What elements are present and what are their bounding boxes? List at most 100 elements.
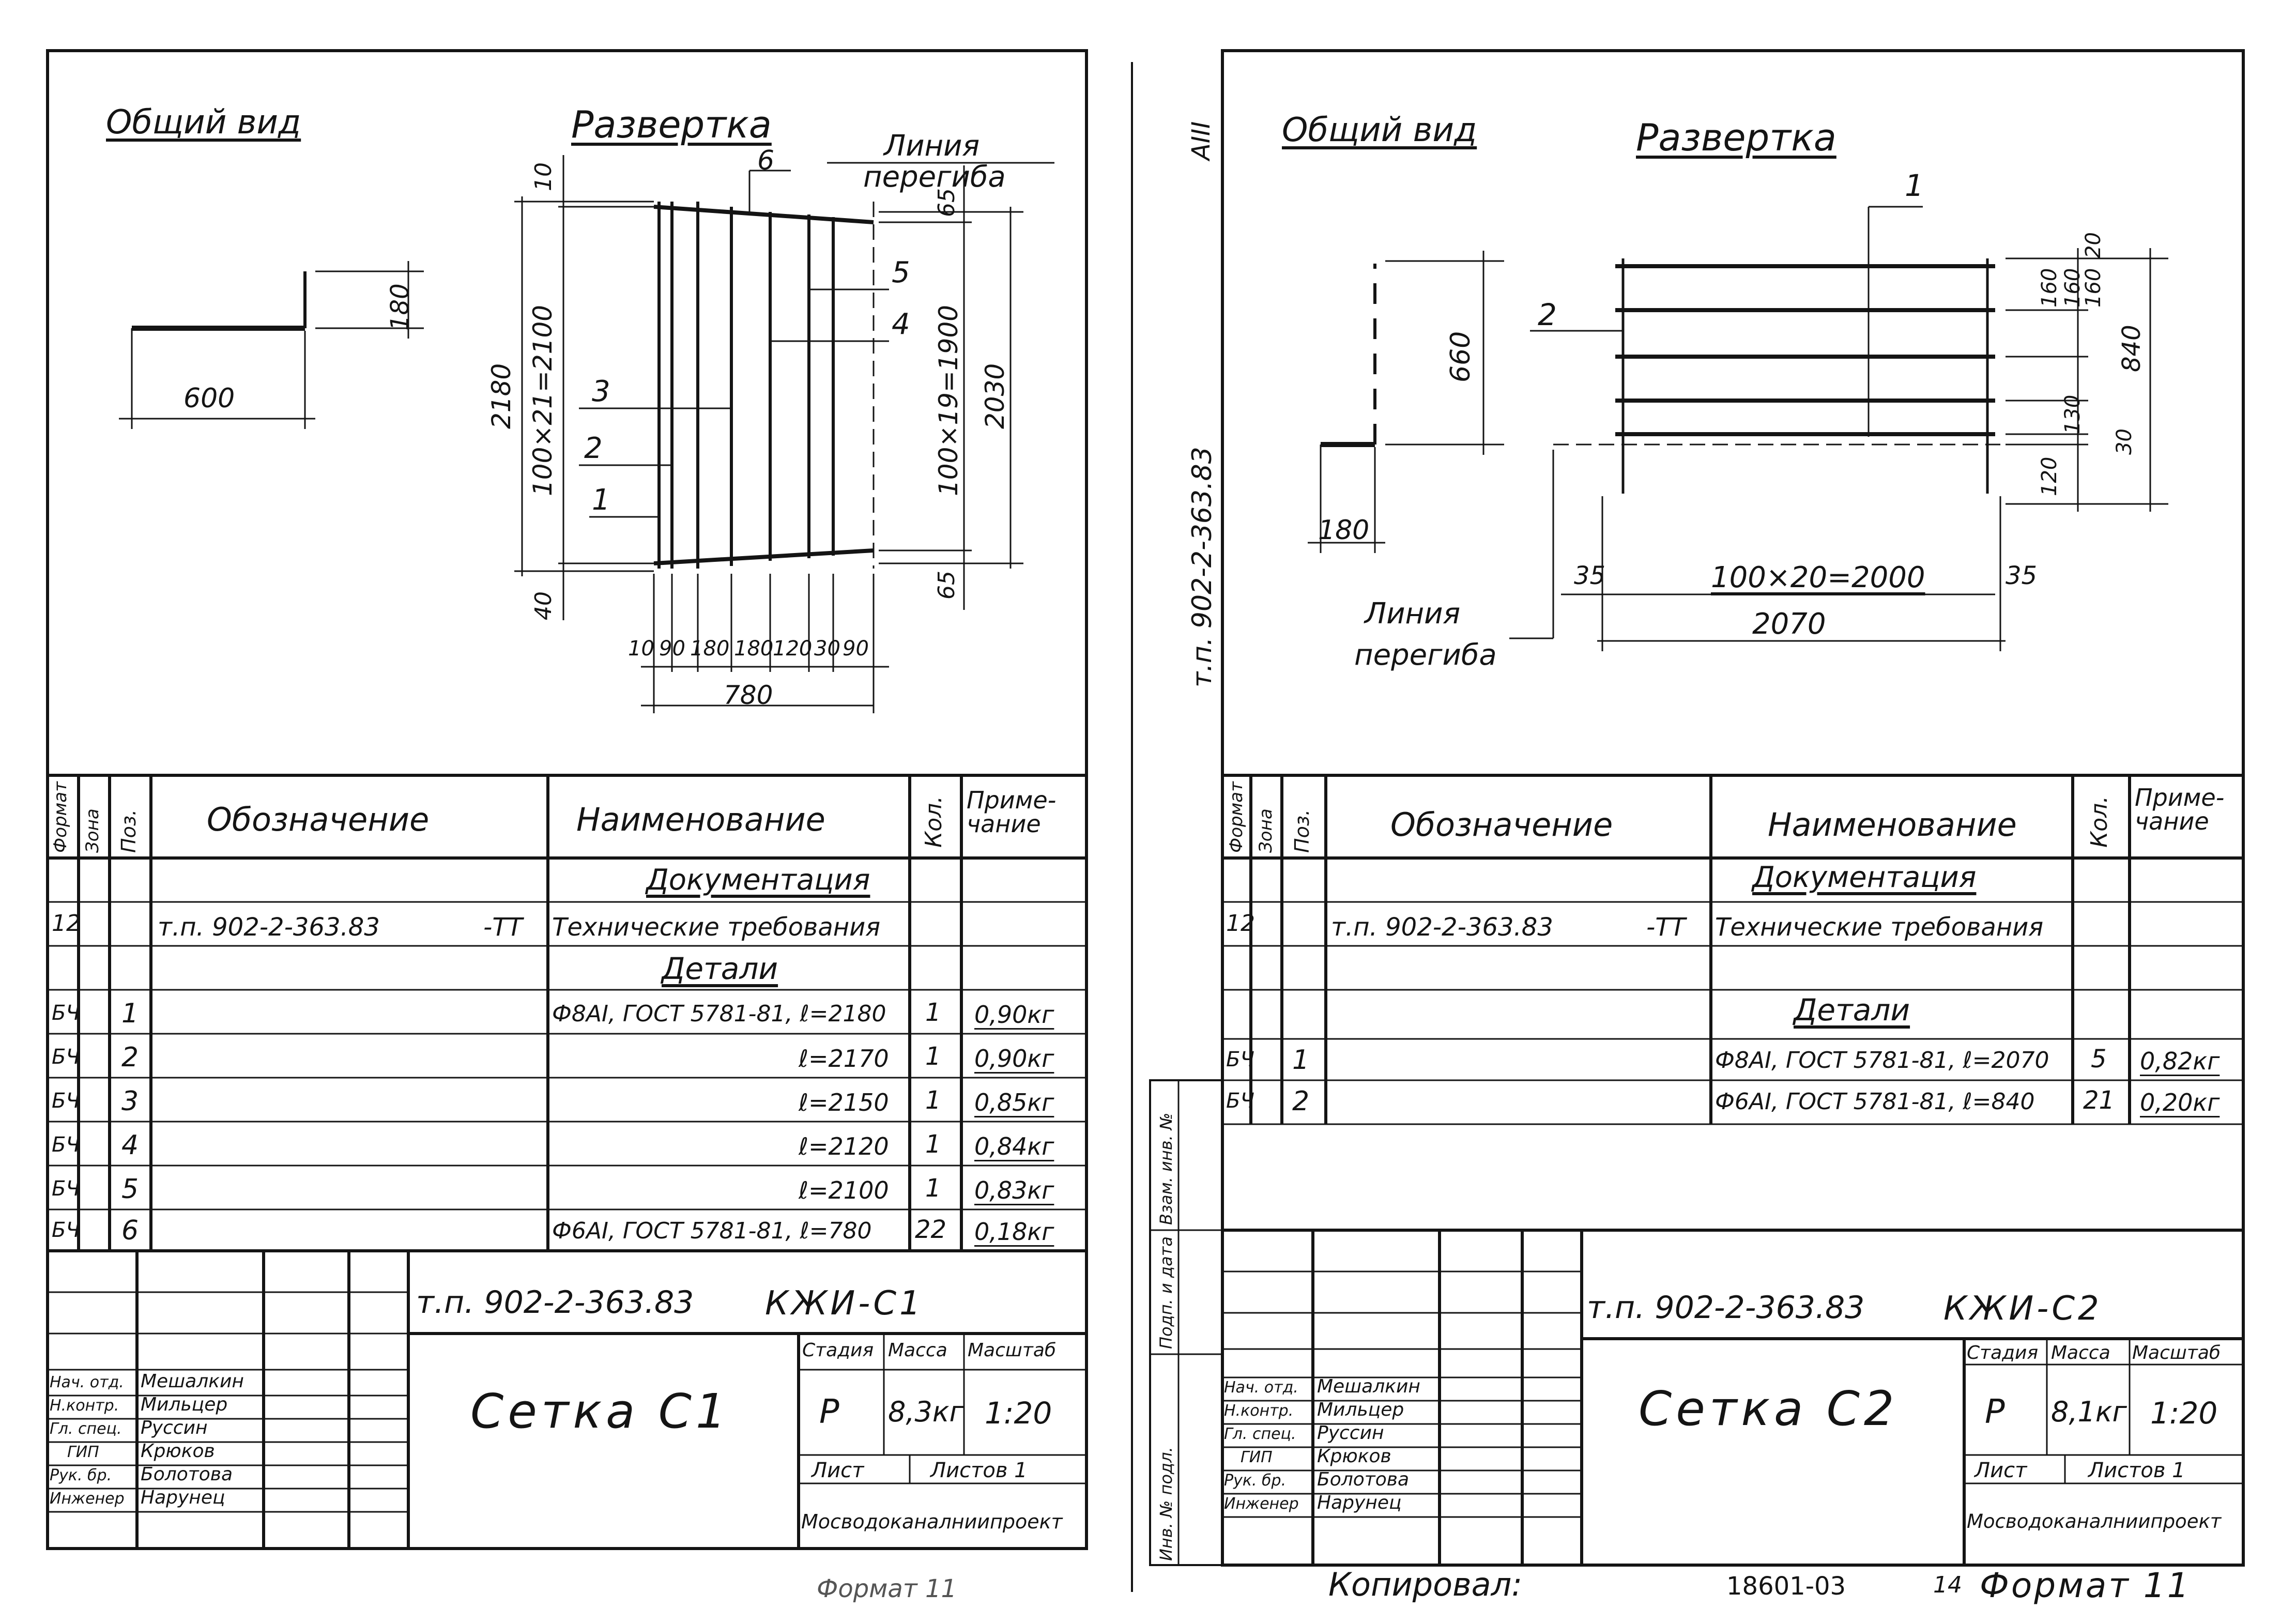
left-bottom-total: 780 <box>724 680 773 710</box>
left-drawing-code: КЖИ-С1 <box>765 1284 924 1323</box>
left-name-3: Руссин <box>141 1417 208 1438</box>
left-format-label: Формат 11 <box>817 1574 957 1603</box>
right-name-4: Крюков <box>1317 1446 1391 1467</box>
left-bend-line-label-1: Линия <box>884 129 980 163</box>
right-row2-qty: 21 <box>2083 1086 2115 1115</box>
left-bottom-chain-4: 180 <box>734 637 774 661</box>
left-row4-qty: 1 <box>925 1130 941 1159</box>
left-general-view-sketch <box>119 261 424 429</box>
right-row1-name: Ф8АI, ГОСТ 5781-81, ℓ=2070 <box>1715 1047 2049 1074</box>
right-spec-table-grid <box>1222 774 2243 1232</box>
left-row5-note: 0,83кг <box>974 1176 1054 1204</box>
left-name-4: Крюков <box>141 1441 215 1462</box>
left-row5-qty: 1 <box>925 1174 941 1203</box>
right-scale-label: Масштаб <box>2132 1342 2221 1363</box>
left-callout-5: 5 <box>892 256 910 289</box>
left-row3-note: 0,85кг <box>974 1089 1054 1116</box>
left-dev-total-height: 2180 <box>486 363 516 429</box>
left-row3-qty: 1 <box>925 1086 941 1115</box>
left-hdr-qty: Кол. <box>921 795 947 848</box>
left-general-view-label: Общий вид <box>106 103 301 142</box>
left-hdr-note: Приме-чание <box>967 786 1057 838</box>
right-row1-fmt: БЧ <box>1226 1048 1254 1071</box>
right-title-block-grid <box>1222 1230 2243 1565</box>
right-row2-note: 0,20кг <box>2140 1089 2220 1116</box>
left-bottom-chain-1: 10 <box>628 637 654 661</box>
left-role-2: Н.контр. <box>50 1397 119 1415</box>
left-view-height-dim: 180 <box>386 283 415 331</box>
left-row2-fmt: БЧ <box>52 1045 80 1069</box>
left-name-2: Мильцер <box>141 1394 228 1415</box>
left-row3-fmt: БЧ <box>52 1089 80 1113</box>
right-side-strip <box>1149 1079 1223 1566</box>
right-sheet-frame <box>1221 49 2245 1567</box>
right-scale: 1:20 <box>2150 1396 2218 1431</box>
left-callout-6: 6 <box>757 145 775 176</box>
left-row5-fmt: БЧ <box>52 1177 80 1201</box>
left-row1-fmt: БЧ <box>52 1001 80 1025</box>
right-view-height-dim: 660 <box>1445 331 1476 382</box>
left-row6-note: 0,18кг <box>974 1218 1054 1246</box>
left-name-6: Нарунец <box>141 1487 225 1508</box>
left-spec-table-grid <box>48 774 1086 1252</box>
left-row5-pos: 5 <box>121 1174 139 1205</box>
right-hdr-zone: Зона <box>1256 808 1276 853</box>
left-row3-pos: 3 <box>121 1086 139 1117</box>
right-bend-line-label-2: перегиба <box>1354 638 1497 672</box>
right-doc-code: т.п. 902-2-363.83 <box>1587 1290 1865 1326</box>
right-row2-name: Ф6АI, ГОСТ 5781-81, ℓ=840 <box>1715 1089 2035 1115</box>
left-row4-name: ℓ=2120 <box>799 1132 889 1160</box>
left-doc-suffix: -ТТ <box>483 913 523 942</box>
right-row1-note: 0,82кг <box>2140 1047 2220 1075</box>
left-name-1: Мешалкин <box>141 1371 244 1392</box>
left-stage: Р <box>819 1393 839 1431</box>
right-general-view-label: Общий вид <box>1282 111 1477 149</box>
left-section-docs: Документация <box>646 863 870 897</box>
left-callout-2: 2 <box>584 432 603 465</box>
left-development-drawing <box>514 155 1054 713</box>
right-callout-1: 1 <box>1905 168 1924 203</box>
right-page-no: 14 <box>1933 1572 1962 1598</box>
left-dev-right-chain: 100×19=1900 <box>933 304 963 496</box>
right-chain-1: 20 <box>2081 232 2105 258</box>
right-row2-fmt: БЧ <box>1226 1089 1254 1113</box>
left-section-details: Детали <box>662 951 778 986</box>
right-general-view-sketch <box>1308 251 1504 553</box>
left-bottom-chain-6: 30 <box>814 637 840 661</box>
right-name-1: Мешалкин <box>1317 1376 1420 1397</box>
right-doc-designation: т.п. 902-2-363.83 <box>1331 913 1553 942</box>
left-scale: 1:20 <box>985 1396 1052 1431</box>
left-sheet-label: Лист <box>812 1459 864 1482</box>
left-doc-fmt: 12 <box>52 910 81 937</box>
left-doc-code: т.п. 902-2-363.83 <box>416 1284 694 1321</box>
left-dev-top-dim: 10 <box>530 162 557 191</box>
right-hdr-name: Наименование <box>1768 806 2017 844</box>
right-hdr-pos: Поз. <box>1291 809 1313 853</box>
right-role-2: Н.контр. <box>1224 1402 1294 1420</box>
left-dev-right-bottom-dim: 65 <box>933 571 960 600</box>
right-format-label: Формат 11 <box>1980 1566 2191 1605</box>
right-right-margin: 35 <box>2006 561 2038 590</box>
left-development-label: Развертка <box>571 103 772 146</box>
left-sheets-label: Листов 1 <box>930 1459 1028 1482</box>
right-total: 2070 <box>1752 607 1826 641</box>
left-role-6: Инженер <box>50 1490 125 1508</box>
right-chain-30: 30 <box>2113 428 2136 455</box>
left-row4-pos: 4 <box>121 1130 139 1161</box>
left-stage-label: Стадия <box>802 1340 874 1361</box>
right-role-6: Инженер <box>1224 1495 1299 1513</box>
right-chain: 100×20=2000 <box>1711 561 1925 594</box>
right-doc-suffix: -ТТ <box>1646 913 1686 942</box>
left-bottom-chain-5: 120 <box>773 637 813 661</box>
left-scale-label: Масштаб <box>968 1340 1057 1361</box>
left-row2-qty: 1 <box>925 1042 941 1071</box>
left-role-4: ГИП <box>67 1443 99 1461</box>
left-mass: 8,3кг <box>888 1396 964 1428</box>
right-hdr-format: Формат <box>1226 782 1247 853</box>
left-doc-name: Технические требования <box>552 913 881 942</box>
left-callout-4: 4 <box>892 308 910 341</box>
right-side-swap: Взам. инв. № <box>1156 1112 1176 1225</box>
right-sheet-mark: АIII <box>1187 121 1216 160</box>
right-chain-2: 160 <box>2038 268 2061 308</box>
